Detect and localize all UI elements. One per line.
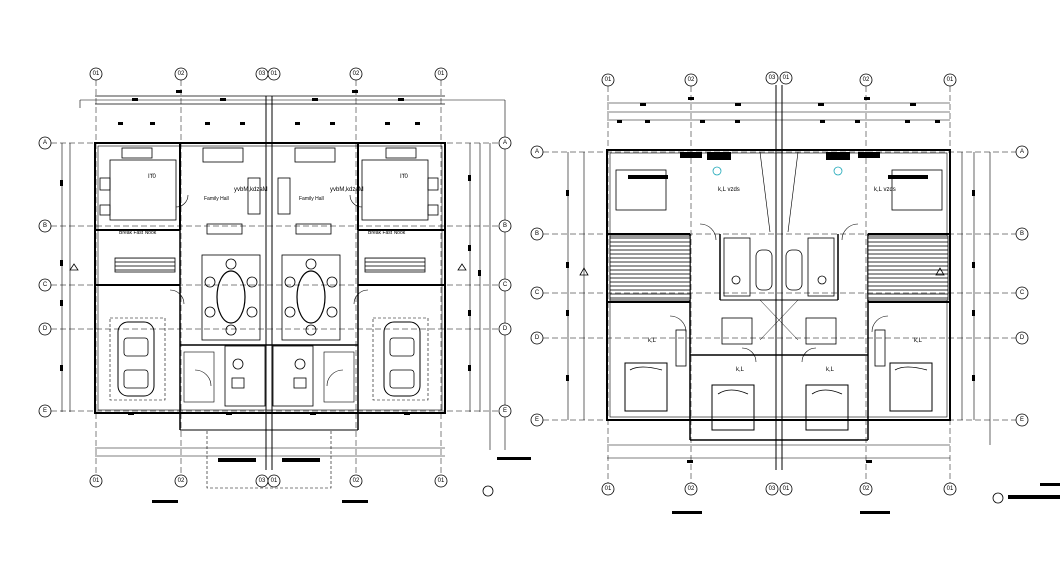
left-grid-lines (51, 80, 499, 475)
grid-label-bottom: 01 (438, 478, 445, 484)
grid-label-top: 02 (353, 71, 360, 77)
grid-label-row: A (43, 140, 47, 146)
grid-label-row: A (1020, 149, 1024, 155)
room-label-family-hall: Family Hall (299, 196, 324, 202)
grid-label-bottom: 01 (605, 486, 612, 492)
grid-label-row: B (1020, 231, 1024, 237)
grid-label-bottom: 01 (271, 478, 278, 484)
right-room-labels: k,L vzds k,L vzds k,L k,L k,L k,L (648, 187, 923, 373)
left-grid-bubbles (38, 67, 512, 488)
grid-label-bottom: 02 (353, 478, 360, 484)
grid-label-row: C (503, 282, 508, 288)
grid-label-row: B (535, 231, 539, 237)
grid-label-row: A (535, 149, 539, 155)
grid-label-top: 03 (769, 75, 776, 81)
grid-label-row: D (1020, 335, 1025, 341)
room-label-breakfast-nook: Break Fast Nook (368, 230, 406, 236)
grid-label-bottom: 02 (688, 486, 695, 492)
grid-label-top: 01 (438, 71, 445, 77)
grid-label-bottom: 01 (947, 486, 954, 492)
grid-label-row: C (1020, 290, 1025, 296)
grid-label-row: E (535, 417, 539, 423)
left-room-labels: I'f0 I'f0 yvbM,kdzaM yvbM,kdzaM Family H… (119, 174, 408, 236)
right-floor-plan (566, 85, 1060, 514)
grid-label-top: 02 (863, 77, 870, 83)
grid-label-row: E (1020, 417, 1024, 423)
right-grid-labels: 01 02 03 01 02 01 01 02 03 01 02 01 A B … (535, 75, 1025, 492)
grid-label-row: B (43, 223, 47, 229)
grid-label-top: 01 (605, 77, 612, 83)
room-label-upper: k,L vzds (874, 187, 896, 193)
grid-label-top: 01 (783, 75, 790, 81)
grid-label-row: E (503, 408, 507, 414)
grid-label-bottom: 02 (178, 478, 185, 484)
right-grid-bubbles (530, 71, 1029, 496)
room-label-bedroom: I'f0 (148, 174, 156, 180)
grid-label-row: A (503, 140, 507, 146)
grid-label-bottom: 02 (863, 486, 870, 492)
grid-label-row: C (43, 282, 48, 288)
room-label-dining: yvbM,kdzaM (234, 187, 268, 193)
room-label-bedroom: k,L (648, 338, 657, 344)
grid-label-row: E (43, 408, 47, 414)
grid-label-top: 03 (259, 71, 266, 77)
room-label-dining: yvbM,kdzaM (330, 187, 364, 193)
grid-label-bottom: 01 (93, 478, 100, 484)
left-floor-plan (60, 90, 531, 503)
left-grid-labels: 01 02 03 01 02 01 01 02 03 01 02 01 A B … (43, 71, 508, 484)
grid-label-row: D (535, 335, 540, 341)
grid-label-bottom: 03 (769, 486, 776, 492)
grid-label-top: 01 (271, 71, 278, 77)
grid-label-row: D (503, 326, 508, 332)
right-grid-lines (543, 86, 1016, 483)
grid-label-row: C (535, 290, 540, 296)
room-label-family-hall: Family Hall (204, 196, 229, 202)
room-label-upper: k,L vzds (718, 187, 740, 193)
grid-label-row: D (43, 326, 48, 332)
room-label-breakfast-nook: Break Fast Nook (119, 230, 157, 236)
grid-label-top: 02 (178, 71, 185, 77)
room-label-bedroom: I'f0 (400, 174, 408, 180)
grid-label-top: 01 (93, 71, 100, 77)
grid-label-bottom: 03 (259, 478, 266, 484)
grid-label-top: 01 (947, 77, 954, 83)
grid-label-top: 02 (688, 77, 695, 83)
room-label-bedroom: k,L (914, 338, 923, 344)
grid-label-row: B (503, 223, 507, 229)
room-label-bedroom: k,L (736, 367, 745, 373)
room-label-bedroom: k,L (826, 367, 835, 373)
grid-label-bottom: 01 (783, 486, 790, 492)
